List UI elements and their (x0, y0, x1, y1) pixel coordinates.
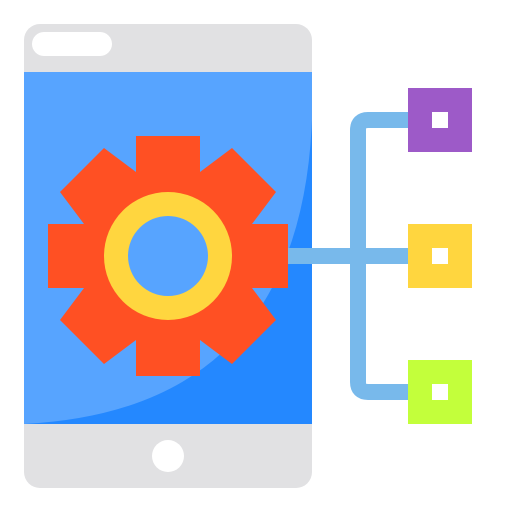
node-square-icon (408, 88, 472, 152)
node-square-icon (408, 224, 472, 288)
connector-tree-icon (288, 112, 408, 400)
gear-icon (48, 136, 288, 376)
node-middle-center (432, 248, 448, 264)
gear-center (128, 216, 208, 296)
connector-lines (288, 112, 408, 400)
node-square-icon (408, 360, 472, 424)
home-button (152, 440, 184, 472)
phone-speaker (32, 32, 112, 56)
node-top-center (432, 112, 448, 128)
node-bottom-center (432, 384, 448, 400)
